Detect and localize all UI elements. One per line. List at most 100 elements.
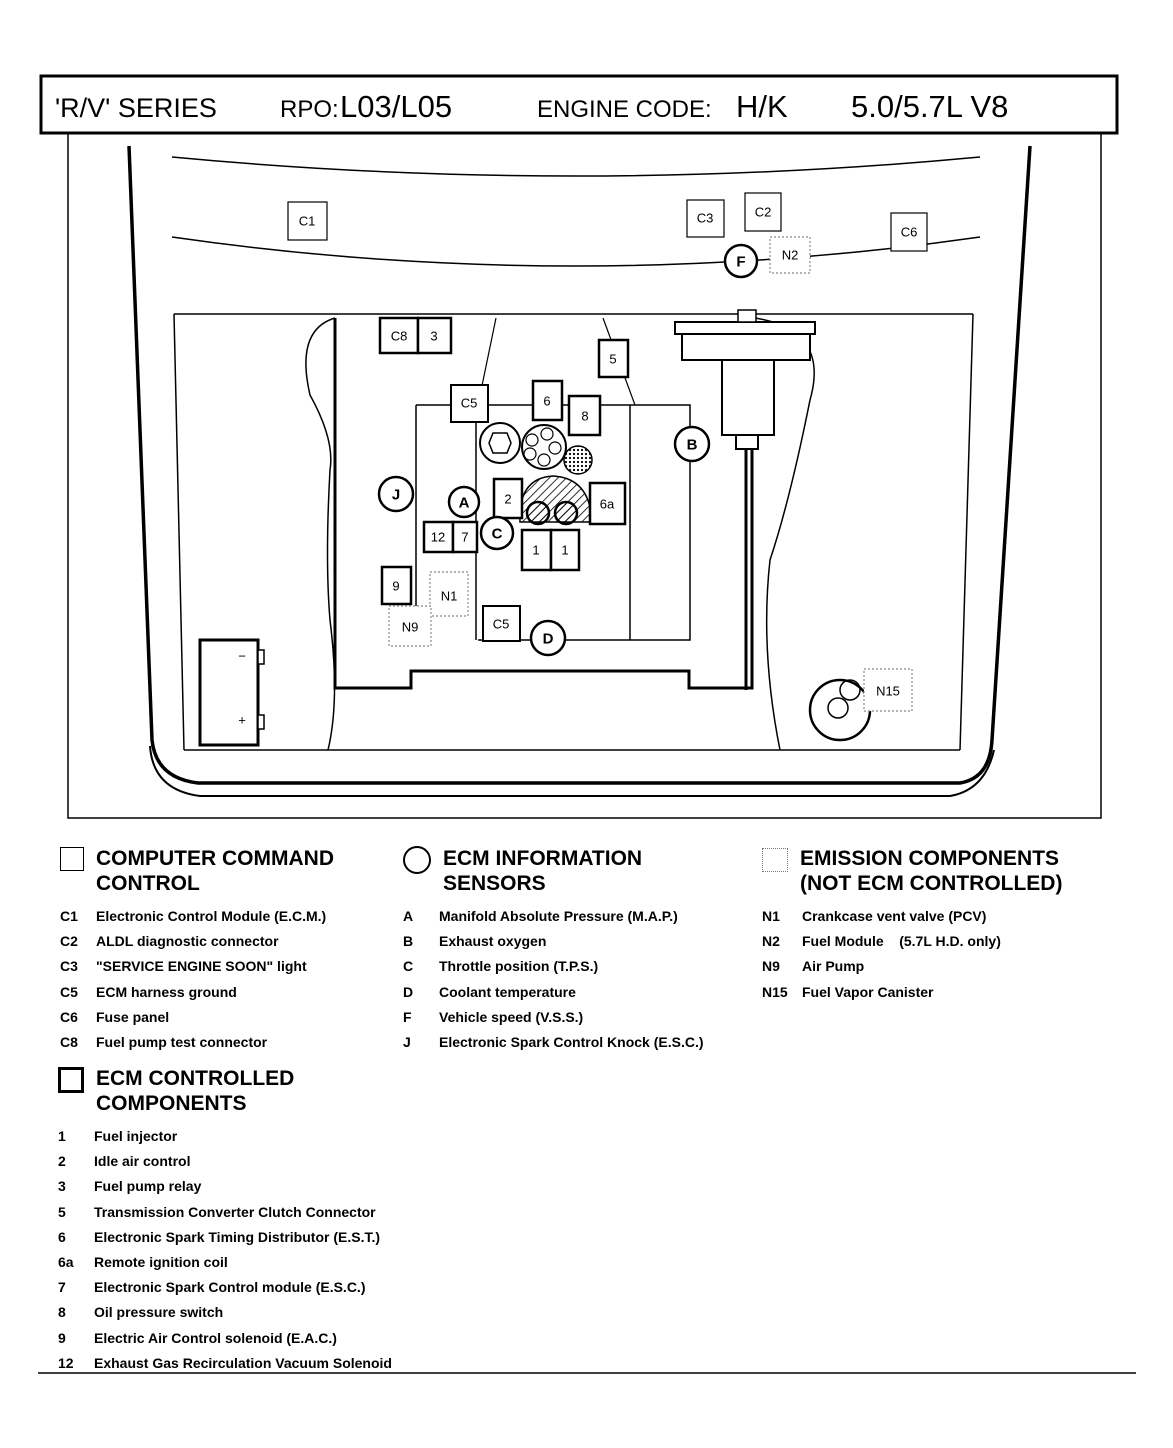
dotted-square-symbol (762, 848, 788, 872)
battery-negative-label: − (238, 649, 246, 664)
c2-label: C2 (755, 205, 772, 220)
c5-top-label: C5 (461, 396, 478, 411)
sensor-a-label: A (459, 495, 470, 512)
emission-component-n9: N9 (388, 605, 432, 647)
controlled-component-9: 9 (380, 565, 413, 606)
sensor-a: A (447, 485, 481, 519)
c6-label: C6 (901, 225, 918, 240)
component-3-label: 3 (430, 329, 437, 344)
distributor-cluster (479, 422, 593, 526)
rpo-value: L03/L05 (340, 89, 452, 124)
controlled-component-1b: 1 (549, 528, 581, 572)
legend-title: EMISSION COMPONENTS (NOT ECM CONTROLLED) (800, 847, 1063, 895)
legend-title: ECM CONTROLLED COMPONENTS (96, 1067, 295, 1115)
series-label: 'R/V' SERIES (55, 93, 217, 123)
component-1b-label: 1 (561, 543, 568, 558)
right-side-component (674, 309, 816, 450)
c3-label: C3 (697, 211, 714, 226)
ccc-component-c5-top: C5 (450, 384, 489, 423)
title-bar: 'R/V' SERIES RPO: L03/L05 ENGINE CODE: H… (39, 74, 1119, 135)
component-6-label: 6 (543, 394, 550, 409)
emission-component-n15: N15 (863, 668, 913, 712)
c1-label: C1 (299, 214, 316, 229)
ccc-component-c6: C6 (890, 212, 928, 252)
ccc-component-c8: C8 (378, 316, 420, 355)
sensor-j-label: J (392, 487, 400, 504)
ccc-component-c2: C2 (744, 192, 782, 232)
engine-size: 5.0/5.7L V8 (851, 89, 1008, 124)
sensor-d: D (529, 619, 567, 657)
circle-symbol (403, 846, 431, 874)
vehicle-body-outline (127, 145, 1032, 797)
rpo-label: RPO: (280, 96, 339, 123)
fuel-vapor-canister (808, 678, 872, 742)
legend-title: ECM INFORMATION SENSORS (443, 847, 643, 895)
component-5-label: 5 (609, 352, 616, 367)
controlled-component-12: 12 (422, 520, 455, 554)
controlled-component-7: 7 (451, 520, 479, 554)
legend-emission-components: EMISSION COMPONENTS (NOT ECM CONTROLLED)… (762, 846, 1062, 1005)
component-7-label: 7 (461, 530, 468, 545)
component-12-label: 12 (431, 530, 445, 545)
c5-bottom-label: C5 (493, 617, 510, 632)
sensor-b: B (673, 425, 711, 463)
engine-code-label: ENGINE CODE: (537, 96, 712, 123)
component-6a-label: 6a (600, 497, 615, 512)
diagram-frame (67, 134, 1102, 819)
sensor-f: F (723, 243, 759, 279)
ccc-component-c1: C1 (287, 201, 328, 241)
c8-label: C8 (391, 329, 408, 344)
controlled-component-3: 3 (416, 316, 453, 355)
engine-code-value: H/K (736, 89, 788, 124)
sensor-d-label: D (543, 631, 554, 648)
ccc-component-c5-bottom: C5 (482, 605, 521, 642)
legend-row: C3"SERVICE ENGINE SOON" light (60, 958, 307, 975)
sensor-c: C (479, 515, 515, 551)
controlled-component-5: 5 (597, 338, 630, 379)
ccc-component-c3: C3 (686, 199, 725, 238)
legend-title: COMPUTER COMMAND CONTROL (96, 847, 334, 895)
component-9-label: 9 (392, 579, 399, 594)
emission-component-n1: N1 (429, 571, 469, 617)
component-8-label: 8 (581, 409, 588, 424)
sensor-f-label: F (736, 254, 745, 271)
thin-square-symbol (60, 847, 84, 871)
controlled-component-2: 2 (492, 477, 524, 520)
component-2-label: 2 (504, 492, 511, 507)
controlled-component-6: 6 (531, 379, 564, 422)
n1-label: N1 (441, 589, 458, 604)
heavy-square-symbol (58, 1067, 84, 1093)
n2-label: N2 (782, 248, 799, 263)
n9-label: N9 (402, 620, 419, 635)
sensor-j: J (377, 475, 415, 513)
